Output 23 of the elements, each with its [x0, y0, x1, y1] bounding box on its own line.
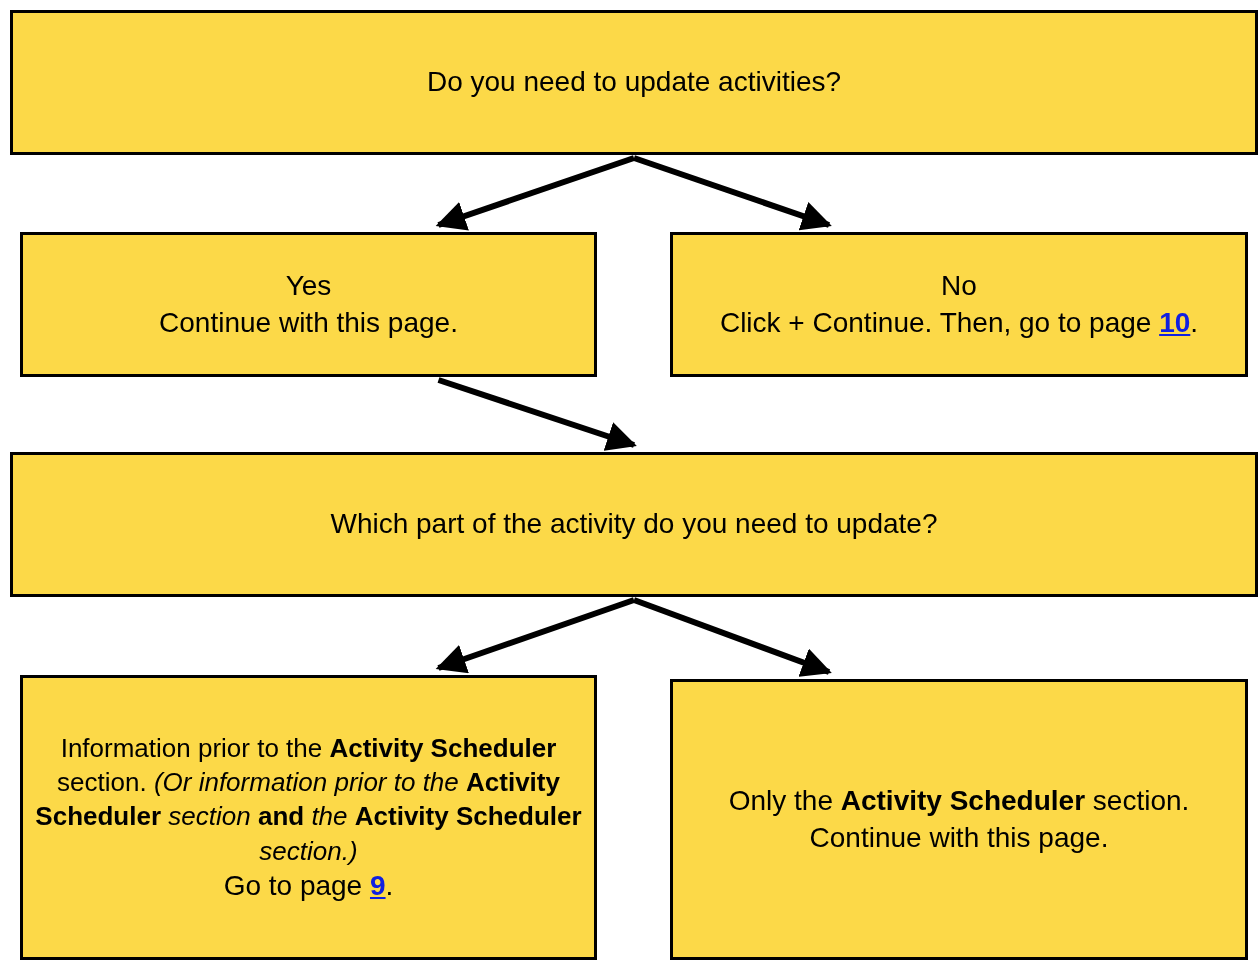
- process-box: [670, 232, 1248, 377]
- box-text: Do you need to update activities?: [426, 65, 842, 100]
- box-text: Only the Activity Scheduler section.: [728, 784, 1190, 819]
- arrow: [633, 155, 832, 231]
- process-box: [20, 675, 597, 960]
- process-box: [10, 452, 1258, 597]
- arrow: [435, 155, 635, 231]
- box-text: Information prior to the Activity Scheduler section. (Or information prior to the Activity Scheduler section and the Activity Scheduler section.): [34, 731, 583, 868]
- arrow: [632, 597, 832, 677]
- box-text: Go to page 9.: [223, 868, 394, 903]
- process-box: [20, 232, 597, 377]
- box-text: Continue with this page.: [159, 305, 458, 340]
- box-text: Click + Continue. Then, go to page 10.: [719, 305, 1199, 340]
- arrow: [437, 377, 637, 451]
- box-text: Which part of the activity do you need to update?: [330, 507, 938, 542]
- process-box: [670, 679, 1248, 960]
- arrow: [435, 597, 635, 674]
- page-link: 10: [1159, 306, 1191, 338]
- box-text: Continue with this page.: [809, 820, 1109, 855]
- page-link: 9: [370, 869, 386, 901]
- box-text: No: [941, 269, 977, 304]
- box-text: Yes: [285, 269, 332, 304]
- process-box: [10, 10, 1258, 155]
